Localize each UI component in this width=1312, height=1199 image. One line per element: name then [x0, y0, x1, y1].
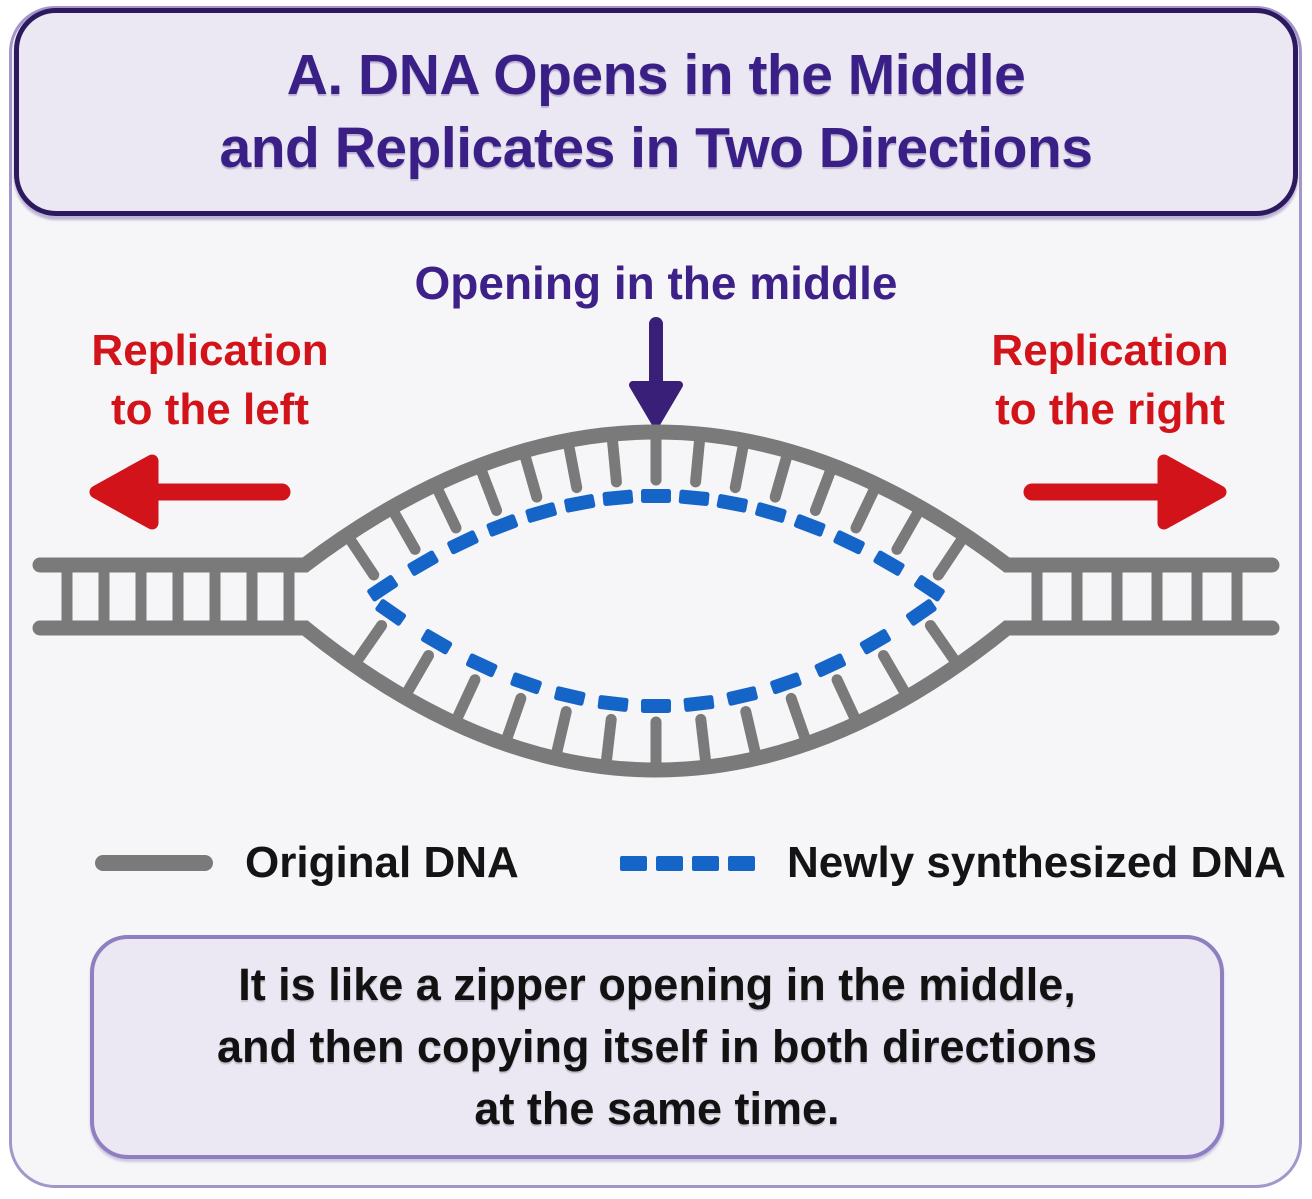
new-dna-dash: [447, 530, 479, 555]
legend-item-new-dna: Newly synthesized DNA: [620, 838, 1286, 888]
dna-bubble-rung: [499, 692, 527, 750]
dna-bubble-rung: [729, 434, 750, 494]
new-dna-dash: [465, 653, 498, 678]
new-dna-dash: [770, 672, 802, 695]
new-dna-dash: [421, 629, 453, 655]
caption-text: It is like a zipper opening in the middl…: [216, 958, 1098, 1135]
new-dna-dash: [375, 599, 407, 626]
opening-arrow-icon: [629, 381, 683, 428]
new-dna-dash: [833, 530, 865, 555]
dna-bubble-rung: [850, 479, 883, 534]
legend: Original DNA Newly synthesized DNA: [0, 838, 1312, 888]
new-dna-dash: [407, 550, 439, 576]
dna-bubble-rung: [398, 650, 435, 703]
new-dna-dash: [602, 489, 634, 506]
dna-bubble-rung: [740, 706, 763, 764]
new-dna-dash: [554, 686, 586, 706]
left-arrow-icon: [89, 454, 159, 530]
right-arrow-icon: [1157, 454, 1227, 530]
dna-bubble-rung: [348, 620, 388, 671]
new-dna-dash: [873, 550, 905, 576]
new-dna-dash: [793, 514, 826, 537]
dna-bubble-rung: [831, 674, 863, 729]
dna-bubble-rung: [549, 706, 572, 764]
new-dna-dash: [597, 695, 629, 712]
dna-bubble-rung: [769, 445, 794, 503]
dna-bubble-rung: [809, 460, 839, 516]
new-dna-dash: [564, 494, 596, 513]
new-dna-swatch-icon: [620, 855, 755, 871]
dna-bubble-rung: [341, 529, 380, 581]
dna-bubble-rung: [877, 650, 914, 703]
new-dna-dash: [525, 502, 557, 523]
caption-box: It is like a zipper opening in the middl…: [90, 935, 1224, 1159]
replication-right-label: Replication to the right: [991, 326, 1229, 434]
dna-bubble-rung: [785, 692, 813, 750]
new-dna-dash: [641, 699, 671, 713]
new-dna-dash: [510, 672, 542, 695]
new-dna-dash: [755, 502, 787, 523]
new-dna-dash: [683, 695, 715, 712]
dna-bubble-rung: [606, 428, 622, 488]
new-dna-dash: [726, 686, 758, 706]
new-dna-dash: [486, 514, 519, 537]
new-dna-dash: [914, 575, 945, 602]
new-dna-dash: [678, 489, 710, 506]
legend-original-label: Original DNA: [245, 838, 519, 887]
dna-bubble-rung: [562, 434, 583, 494]
legend-new-label: Newly synthesized DNA: [787, 838, 1286, 887]
new-dna-dash: [814, 653, 847, 678]
dna-bubble-rung: [385, 502, 421, 555]
figure-title: A. DNA Opens in the Middle and Replicate…: [219, 43, 1093, 180]
opening-label: Opening in the middle: [414, 257, 898, 309]
legend-item-original-dna: Original DNA: [95, 838, 519, 888]
dna-bubble-rung: [429, 479, 462, 534]
dna-bubble-rung: [695, 713, 712, 773]
new-dna-dash: [641, 489, 671, 503]
dna-bubble-rung: [932, 529, 971, 581]
dna-bubble-rung: [891, 502, 927, 555]
dna-bubble-rung: [924, 620, 964, 671]
replication-left-label: Replication to the left: [91, 326, 329, 434]
new-dna-dash: [859, 629, 891, 655]
new-dna-dash: [367, 575, 398, 602]
new-dna-dash: [905, 599, 937, 626]
dna-bubble-rung: [690, 428, 706, 488]
original-dna-swatch-icon: [95, 855, 213, 871]
dna-bubble-rung: [600, 713, 617, 773]
dna-bubble-rung: [449, 674, 481, 729]
dna-bubble-rung: [518, 445, 543, 503]
title-box: A. DNA Opens in the Middle and Replicate…: [14, 8, 1298, 216]
new-dna-dash: [716, 494, 748, 513]
dna-bubble-rung: [473, 460, 503, 516]
